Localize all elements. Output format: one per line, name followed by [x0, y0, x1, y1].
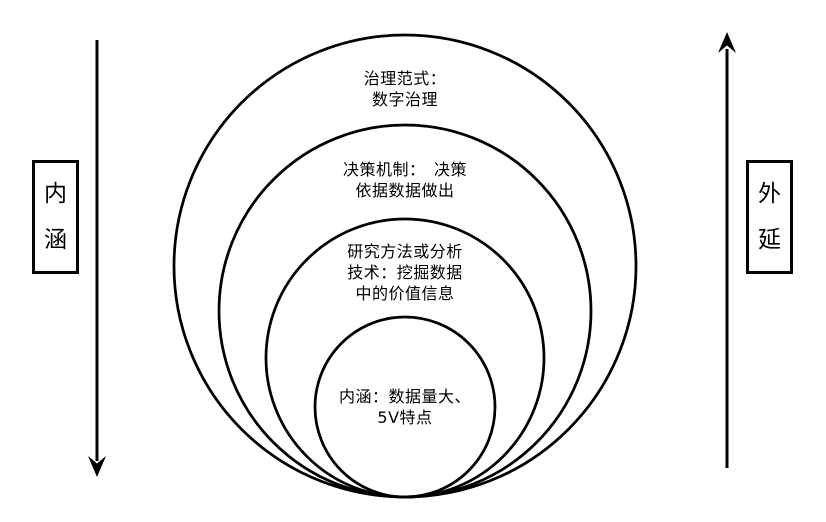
ring-label-decision-mechanism: 决策机制： 决策 依据数据做出 [275, 159, 535, 201]
right-axis-box: 外 延 [746, 160, 793, 274]
ring-label-line: 技术：挖掘数据 [347, 263, 463, 282]
ring-label-governance-paradigm: 治理范式： 数字治理 [275, 68, 535, 110]
up-arrow-icon [718, 32, 736, 468]
ring-label-connotation-core: 内涵：数据量大、 5V特点 [275, 386, 535, 428]
ring-label-line: 治理范式： [363, 69, 447, 88]
ring-label-line: 中的价值信息 [355, 284, 455, 303]
ring-label-line: 依据数据做出 [355, 181, 455, 200]
ring-label-line: 研究方法或分析 [347, 242, 463, 261]
ring-label-line: 数字治理 [371, 90, 438, 109]
left-axis-char: 内 [44, 180, 67, 207]
ring-label-line: 5V特点 [377, 408, 433, 427]
down-arrow-icon [88, 40, 106, 477]
right-axis-char: 延 [758, 226, 781, 253]
ring-label-research-methods: 研究方法或分析 技术：挖掘数据 中的价值信息 [275, 241, 535, 304]
ring-label-line: 决策机制： 决策 [342, 160, 467, 179]
right-axis-char: 外 [758, 180, 781, 207]
left-axis-char: 涵 [44, 226, 67, 253]
left-axis-box: 内 涵 [32, 160, 79, 274]
ring-circle-inner [313, 315, 497, 499]
ring-label-line: 内涵：数据量大、 [338, 387, 471, 406]
